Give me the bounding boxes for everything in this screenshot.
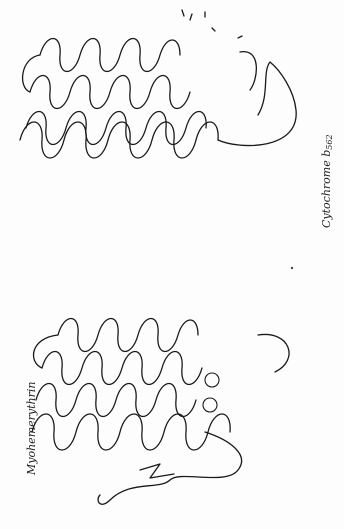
cyt-helix-2 bbox=[30, 76, 190, 109]
cyt-loop-right bbox=[240, 52, 256, 90]
cytochrome-caption-main: Cytochrome b bbox=[320, 150, 333, 228]
myo-helix-a bbox=[58, 319, 198, 352]
cyt-loop-large bbox=[218, 62, 296, 146]
iron-atom-1 bbox=[205, 373, 219, 387]
iron-atom-2 bbox=[203, 398, 217, 412]
cyt-dash-1 bbox=[182, 10, 184, 16]
cyt-dash-4 bbox=[212, 28, 215, 31]
cyt-dash-5 bbox=[238, 36, 242, 38]
myo-helix-c bbox=[36, 384, 196, 417]
cytochrome-caption: Cytochrome b562 bbox=[320, 134, 334, 228]
cyt-dash-2 bbox=[190, 14, 192, 20]
cyt-helix-3 bbox=[26, 112, 206, 145]
myohemerythrin-ribbon bbox=[32, 319, 289, 505]
cytochrome-caption-subscript: 562 bbox=[325, 134, 334, 149]
cytochrome-b562-ribbon bbox=[20, 10, 296, 158]
myohemerythrin-caption: Myohemerythrin bbox=[25, 382, 38, 475]
speck bbox=[291, 267, 293, 269]
myo-tail-end bbox=[140, 464, 174, 478]
myo-tail-loop bbox=[98, 432, 242, 504]
cyt-helix-4 bbox=[20, 122, 218, 158]
myo-helix-b bbox=[42, 352, 202, 385]
myo-loop-right bbox=[258, 334, 289, 372]
cyt-helix-1 bbox=[40, 39, 180, 72]
myo-helix-d bbox=[32, 414, 230, 450]
